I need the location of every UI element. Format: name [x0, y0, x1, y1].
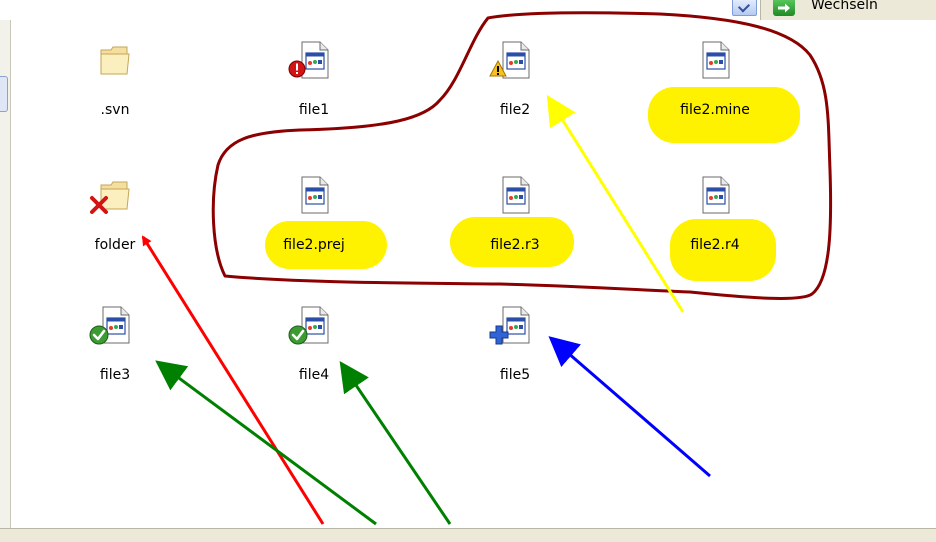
file-item[interactable]: file2.mine	[655, 40, 775, 130]
normal-icon	[89, 325, 109, 345]
file-item[interactable]: .svn	[55, 40, 175, 130]
folder-icon	[90, 175, 131, 215]
file-item-label: file1	[298, 102, 330, 118]
go-button-label: Wechseln	[811, 0, 878, 13]
document-icon	[699, 40, 731, 80]
document-icon	[288, 40, 330, 80]
go-button[interactable]: Wechseln	[760, 0, 936, 20]
file-item-label: file2.prej	[283, 237, 345, 253]
document-icon	[89, 305, 131, 345]
file-item-label: file3	[99, 367, 131, 383]
file-item[interactable]: file2.prej	[254, 175, 374, 265]
document-icon	[288, 305, 330, 345]
file-item[interactable]: file2.r3	[455, 175, 575, 265]
file-item-label: folder	[94, 237, 136, 253]
file-item-label: file4	[298, 367, 330, 383]
document-icon	[699, 175, 731, 215]
document-icon	[489, 305, 531, 345]
go-arrow-icon	[773, 0, 795, 16]
folder-pane-edge	[0, 20, 11, 528]
file-item-label: file2.r4	[690, 237, 740, 253]
folder-icon	[99, 40, 131, 80]
address-dropdown-button[interactable]	[732, 0, 757, 16]
file-item[interactable]: file2	[455, 40, 575, 130]
file-item-label: file2	[499, 102, 531, 118]
status-bar	[0, 528, 936, 542]
document-icon	[298, 175, 330, 215]
conflict-icon	[288, 60, 306, 78]
warning-icon	[489, 60, 507, 78]
document-icon	[499, 175, 531, 215]
file-item-label: file5	[499, 367, 531, 383]
pane-splitter-handle[interactable]	[0, 76, 8, 112]
file-item[interactable]: file4	[254, 305, 374, 395]
document-icon	[489, 40, 531, 80]
file-item[interactable]: file3	[55, 305, 175, 395]
deleted-icon	[89, 195, 109, 215]
chevron-down-icon	[737, 0, 751, 13]
file-item-label: file2.mine	[680, 102, 750, 118]
file-item-label: .svn	[100, 102, 130, 118]
normal-icon	[288, 325, 308, 345]
file-item[interactable]: file2.r4	[655, 175, 775, 265]
arrow-blue	[548, 336, 711, 478]
added-icon	[489, 325, 509, 345]
file-item-label: file2.r3	[490, 237, 540, 253]
file-item[interactable]: file1	[254, 40, 374, 130]
file-item[interactable]: folder	[55, 175, 175, 265]
file-item[interactable]: file5	[455, 305, 575, 395]
